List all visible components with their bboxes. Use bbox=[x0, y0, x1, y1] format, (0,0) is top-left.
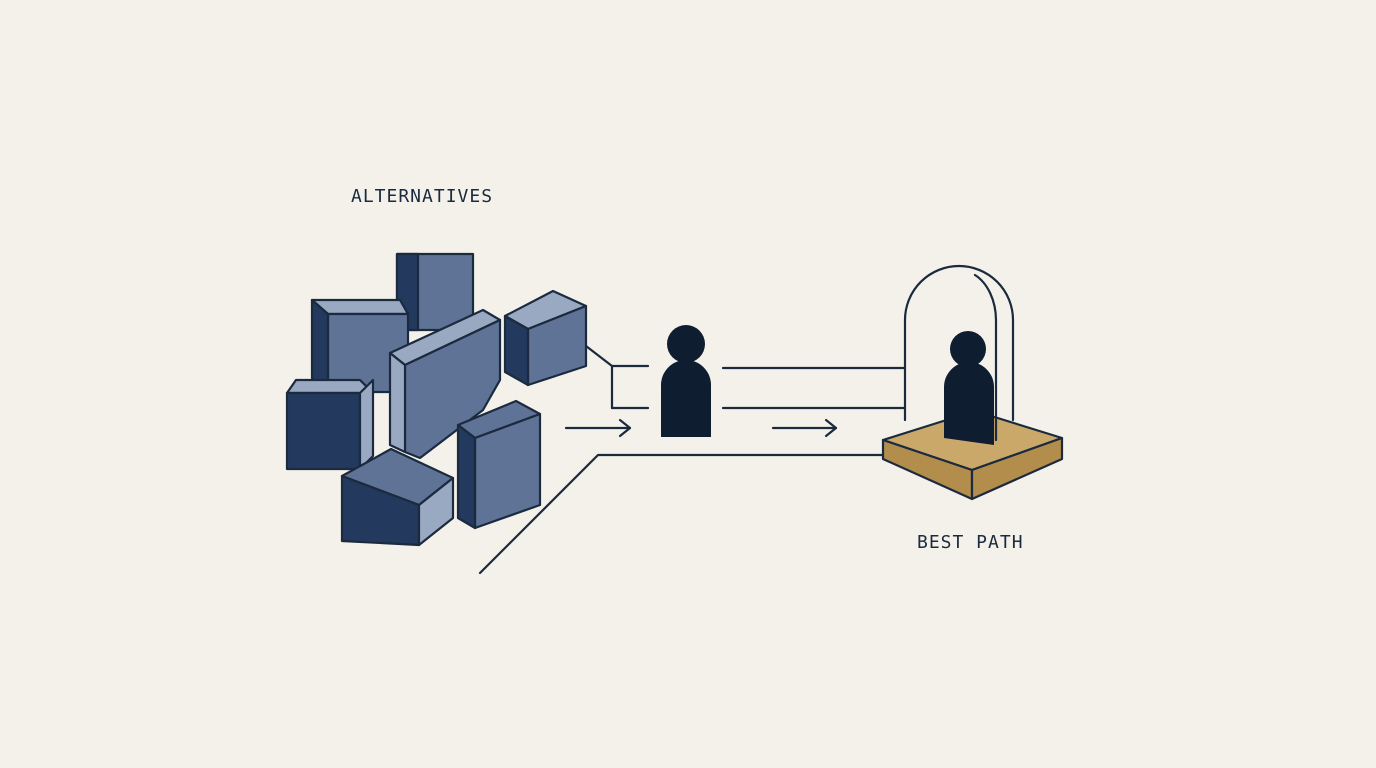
person-icon bbox=[944, 331, 994, 445]
alternatives-cluster bbox=[285, 252, 588, 547]
box-cube-icon bbox=[340, 447, 455, 547]
path-lines bbox=[478, 344, 907, 575]
alternatives-label: ALTERNATIVES bbox=[351, 186, 494, 207]
box-cube-icon bbox=[503, 289, 588, 387]
archway-icon bbox=[903, 264, 1015, 442]
best-path-label: BEST PATH bbox=[917, 532, 1024, 553]
box-cube-icon bbox=[456, 399, 542, 530]
person-icon bbox=[661, 325, 711, 437]
arrow-right-icon bbox=[771, 418, 838, 438]
box-cube-icon bbox=[285, 378, 375, 471]
arrow-right-icon bbox=[564, 418, 632, 438]
box-cube-icon bbox=[388, 308, 502, 460]
